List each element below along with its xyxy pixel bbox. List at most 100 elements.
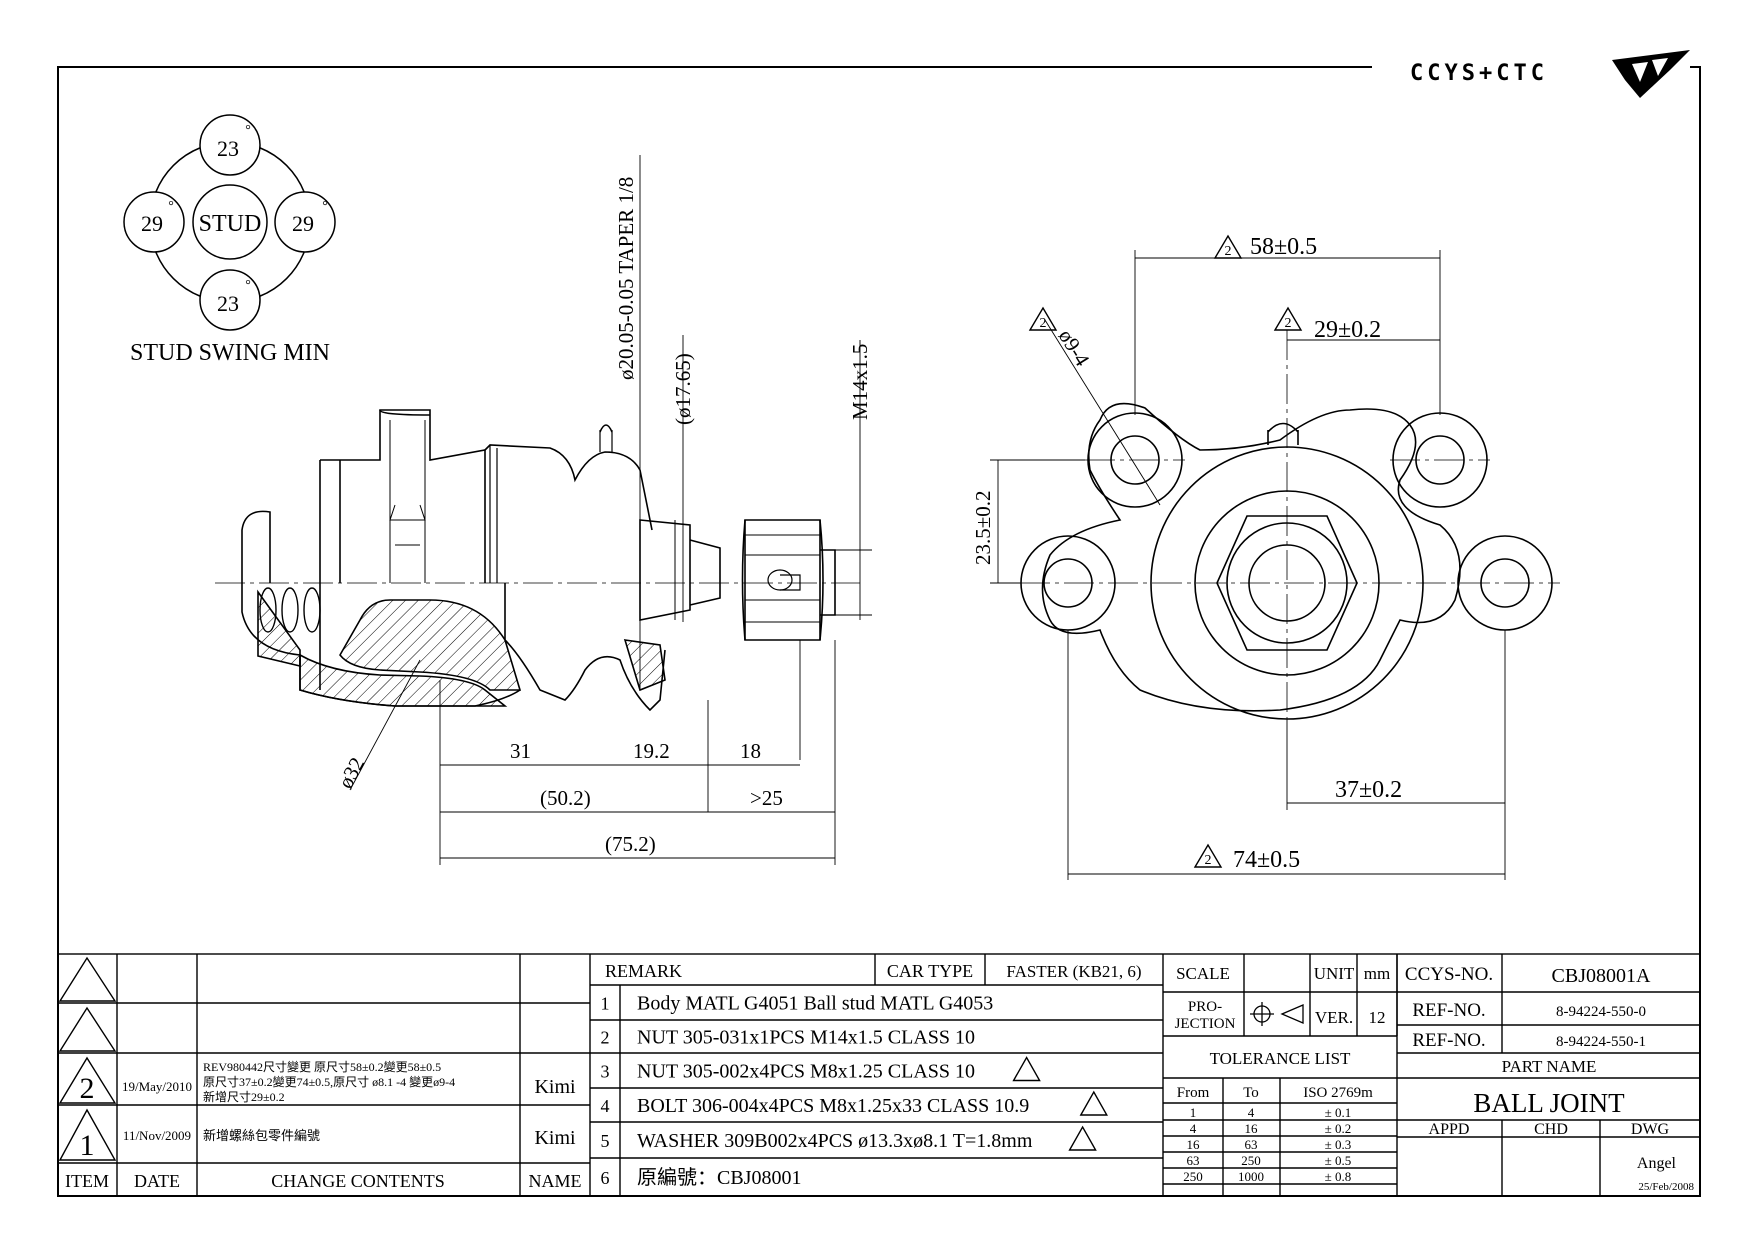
dim-25: >25: [750, 786, 783, 810]
tolerance-cell: 250: [1183, 1169, 1203, 1184]
remark-row-number: 6: [601, 1168, 610, 1188]
rev-1-mark: 1: [80, 1129, 95, 1162]
swing-right-angle: 29: [292, 211, 314, 236]
dim-23-5: 23.5±0.2: [971, 490, 995, 565]
side-dim-labels: ø20.05-0.05 TAPER 1/8 (ø17.65) M14x1.5 ø…: [333, 177, 872, 856]
remark-row-number: 4: [601, 1096, 610, 1116]
front-centerlines: [1020, 330, 1560, 720]
stud-swing-caption: STUD SWING MIN: [130, 340, 330, 366]
warning-triangle-icon: [1012, 1056, 1041, 1082]
side-view: [215, 409, 860, 712]
dim-50-2: (50.2): [540, 786, 591, 810]
tolerance-cell: ± 0.1: [1325, 1105, 1352, 1120]
tolerance-cell: ± 0.8: [1325, 1169, 1352, 1184]
svg-text:2: 2: [1285, 316, 1292, 331]
draw-date: 25/Feb/2008: [1638, 1181, 1694, 1193]
projection-label-1: PRO-: [1188, 999, 1222, 1015]
remark-row-text: NUT 305-002x4PCS M8x1.25 CLASS 10: [637, 1061, 975, 1083]
ref2-label: REF-NO.: [1412, 1030, 1485, 1051]
hole-dimension: ø9-4: [1054, 325, 1095, 371]
svg-text:°: °: [168, 199, 174, 214]
col-name: NAME: [529, 1171, 582, 1191]
company-logo: CCYS+CTC: [1410, 50, 1690, 98]
remark-row-text: Body MATL G4051 Ball stud MATL G4053: [637, 993, 993, 1015]
tolerance-cell: 63: [1187, 1153, 1200, 1168]
ref2-value: 8-94224-550-1: [1556, 1034, 1646, 1050]
ccys-value: CBJ08001A: [1552, 965, 1651, 987]
col-item: ITEM: [65, 1171, 109, 1191]
ref1-label: REF-NO.: [1412, 1000, 1485, 1021]
col-change-contents: CHANGE CONTENTS: [271, 1171, 445, 1191]
projection-label-2: JECTION: [1175, 1016, 1236, 1032]
remark-row-text: BOLT 306-004x4PCS M8x1.25x33 CLASS 10.9: [637, 1095, 1029, 1117]
svg-text:2: 2: [1225, 244, 1232, 259]
rev-1-name: Kimi: [534, 1127, 576, 1149]
remark-row-number: 2: [601, 1028, 610, 1048]
svg-text:From: From: [1177, 1085, 1210, 1101]
title-block: [57, 953, 1701, 1197]
tolerance-cell: 1: [1190, 1105, 1197, 1120]
tolerance-cell: 63: [1245, 1137, 1258, 1152]
svg-text:To: To: [1243, 1085, 1259, 1101]
dwg-label: DWG: [1631, 1121, 1670, 1138]
svg-text:2: 2: [1205, 853, 1212, 868]
front-view: [1020, 402, 1553, 720]
ver-value: 12: [1369, 1008, 1386, 1027]
rev-1-contents: 新增螺絲包零件編號: [203, 1128, 320, 1143]
d32-dimension: ø32: [333, 753, 369, 792]
rev-2-line-1: REV980442尺寸變更 原尺寸58±0.2變更58±0.5: [203, 1059, 441, 1074]
rev-2-line-2: 原尺寸37±0.2變更74±0.5,原尺寸 ø8.1 -4 變更ø9-4: [203, 1074, 455, 1089]
dim-18: 18: [740, 739, 761, 763]
drawer-name: Angel: [1637, 1155, 1677, 1172]
tolerance-cell: 4: [1248, 1105, 1255, 1120]
side-dimensions: [349, 155, 872, 865]
rev-2-mark: 2: [80, 1072, 95, 1105]
dim-58: 58±0.5: [1250, 234, 1317, 260]
car-type-value: FASTER (KB21, 6): [1006, 962, 1141, 981]
rev-2-line-3: 新增尺寸29±0.2: [203, 1089, 285, 1104]
svg-text:ISO 2769m: ISO 2769m: [1303, 1085, 1373, 1101]
part-name-label: PART NAME: [1502, 1057, 1597, 1076]
remark-row-number: 3: [601, 1062, 610, 1082]
dim-74: 74±0.5: [1233, 847, 1300, 873]
appd-label: APPD: [1429, 1121, 1470, 1138]
d1765-dimension: (ø17.65): [671, 353, 695, 425]
stud-swing-diagram: [123, 114, 336, 331]
m14-dimension: M14x1.5: [848, 344, 872, 420]
chd-label: CHD: [1534, 1121, 1568, 1138]
swing-bottom-angle: 23: [217, 291, 239, 316]
logo-text: CCYS+CTC: [1410, 61, 1548, 86]
car-type-label: CAR TYPE: [887, 961, 973, 981]
remark-row-text: NUT 305-031x1PCS M14x1.5 CLASS 10: [637, 1027, 975, 1049]
svg-text:°: °: [322, 199, 328, 214]
swing-center-label: STUD: [199, 211, 262, 237]
projection-symbol-icon: [1250, 1002, 1304, 1026]
scale-block: SCALE UNIT mm PRO- JECTION VER. 12 TOLER…: [1175, 964, 1391, 1184]
tolerance-cell: ± 0.3: [1325, 1137, 1352, 1152]
warning-triangle-icon: [1079, 1090, 1108, 1116]
unit-value: mm: [1364, 964, 1390, 983]
tolerance-cell: ± 0.5: [1325, 1153, 1352, 1168]
rev-2-date: 19/May/2010: [122, 1079, 192, 1094]
remark-row-text: WASHER 309B002x4PCS ø13.3xø8.1 T=1.8mm: [637, 1130, 1033, 1152]
part-name-value: BALL JOINT: [1473, 1088, 1625, 1118]
taper-dimension: ø20.05-0.05 TAPER 1/8: [614, 177, 638, 380]
remark-row-number: 1: [601, 994, 610, 1014]
remark-row-text: 原編號：CBJ08001: [637, 1166, 801, 1189]
title-info: CCYS-NO. CBJ08001A REF-NO. 8-94224-550-0…: [1405, 964, 1695, 1193]
swing-top-angle: 23: [217, 136, 239, 161]
swing-left-angle: 29: [141, 211, 163, 236]
tolerance-cell: 1000: [1238, 1169, 1264, 1184]
tolerance-cell: ± 0.2: [1325, 1121, 1352, 1136]
warning-triangle-icon: [1068, 1125, 1097, 1151]
rev-2-name: Kimi: [534, 1076, 576, 1098]
dim-29: 29±0.2: [1314, 317, 1381, 343]
tolerance-cell: 4: [1190, 1121, 1197, 1136]
dim-31: 31: [510, 739, 531, 763]
front-dim-labels: 2 58±0.5 2 29±0.2 2 ø9-4 23.5±0.2 37±0.2…: [971, 234, 1402, 873]
unit-label: UNIT: [1314, 964, 1355, 983]
dim-37: 37±0.2: [1335, 777, 1402, 803]
ver-label: VER.: [1315, 1008, 1353, 1027]
dim-19-2: 19.2: [633, 739, 670, 763]
